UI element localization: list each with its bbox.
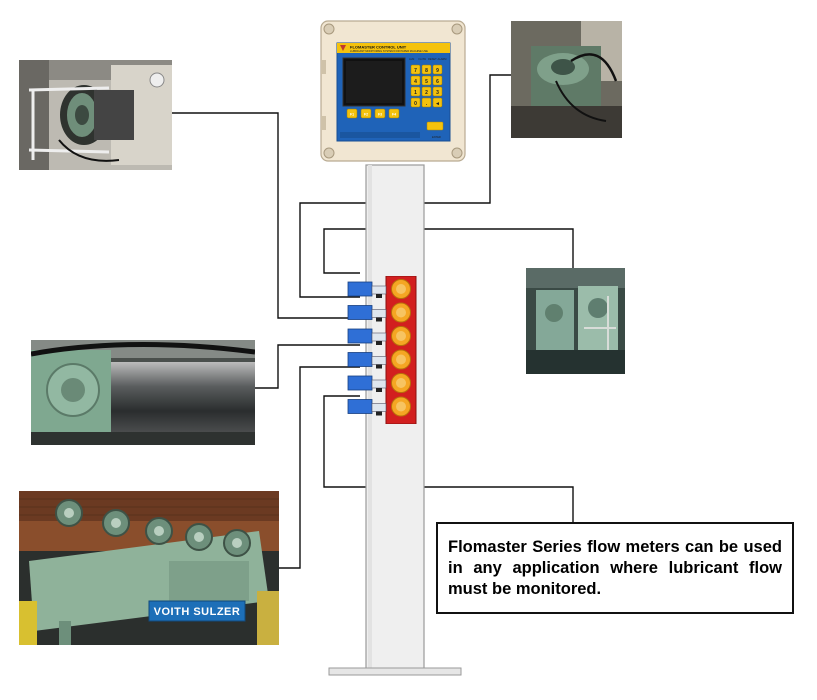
keypad-key: 4 — [410, 75, 421, 86]
photo-right-machine — [526, 268, 625, 374]
function-key-f1: F1 — [346, 108, 358, 119]
enter-label: ENTER — [432, 135, 441, 139]
caption-text: Flomaster Series flow meters can be used… — [448, 537, 782, 598]
photo-mid-left-roller — [31, 340, 255, 445]
controller-unit: FLOMASTER CONTROL UNIT LUBRICANT MONITOR… — [320, 20, 466, 162]
function-key-f4: F4 — [388, 108, 400, 119]
photo-bottom-left-machine: VOITH SULZER — [19, 491, 279, 645]
svg-text:3: 3 — [436, 90, 439, 96]
svg-text:F2: F2 — [364, 113, 368, 117]
keypad-key: ◄ — [432, 97, 443, 108]
flow-meter — [347, 373, 411, 393]
indicator-label: ALARM — [438, 57, 447, 61]
keypad-key: 5 — [421, 75, 432, 86]
svg-text:8: 8 — [425, 68, 428, 74]
keypad-key: 7 — [410, 64, 421, 75]
svg-text:F3: F3 — [378, 113, 382, 117]
keypad-key: 0 — [410, 97, 421, 108]
flow-meter-manifold — [346, 276, 418, 424]
keypad-key: 9 — [432, 64, 443, 75]
svg-text:◄: ◄ — [435, 101, 440, 107]
flow-meter — [347, 326, 411, 346]
indicator-label: ALM — [409, 57, 414, 61]
svg-text:0: 0 — [414, 101, 417, 107]
controller-subtitle: LUBRICANT MONITORING SYSTEM FOR PAPER MA… — [350, 49, 428, 53]
svg-text:4: 4 — [414, 79, 417, 85]
flow-meter — [347, 279, 411, 299]
keypad-key: 6 — [432, 75, 443, 86]
machine-sign-text: VOITH SULZER — [154, 606, 241, 618]
svg-text:.: . — [426, 101, 428, 107]
photo-top-left-machine — [19, 60, 172, 170]
caption-box: Flomaster Series flow meters can be used… — [436, 522, 794, 614]
flow-meter — [347, 349, 411, 370]
function-key-f3: F3 — [374, 108, 386, 119]
indicator-label: RESET — [428, 57, 437, 61]
keypad-key: 2 — [421, 86, 432, 97]
photo-top-right-machine — [511, 21, 622, 138]
keypad-key: 8 — [421, 64, 432, 75]
svg-text:2: 2 — [425, 90, 428, 96]
svg-text:9: 9 — [436, 68, 439, 74]
svg-text:F1: F1 — [350, 113, 354, 117]
keypad-key: 3 — [432, 86, 443, 97]
keypad-key: 1 — [410, 86, 421, 97]
svg-text:7: 7 — [414, 68, 417, 74]
svg-text:5: 5 — [425, 79, 428, 85]
svg-text:F4: F4 — [392, 113, 396, 117]
controller-title: FLOMASTER CONTROL UNIT — [350, 45, 407, 50]
svg-text:1: 1 — [414, 90, 417, 96]
indicator-label: FLOW — [419, 57, 427, 61]
flow-meter — [347, 396, 411, 417]
svg-text:6: 6 — [436, 79, 439, 85]
keypad-key: . — [421, 97, 432, 108]
function-key-f2: F2 — [360, 108, 372, 119]
flow-meter — [347, 302, 411, 323]
